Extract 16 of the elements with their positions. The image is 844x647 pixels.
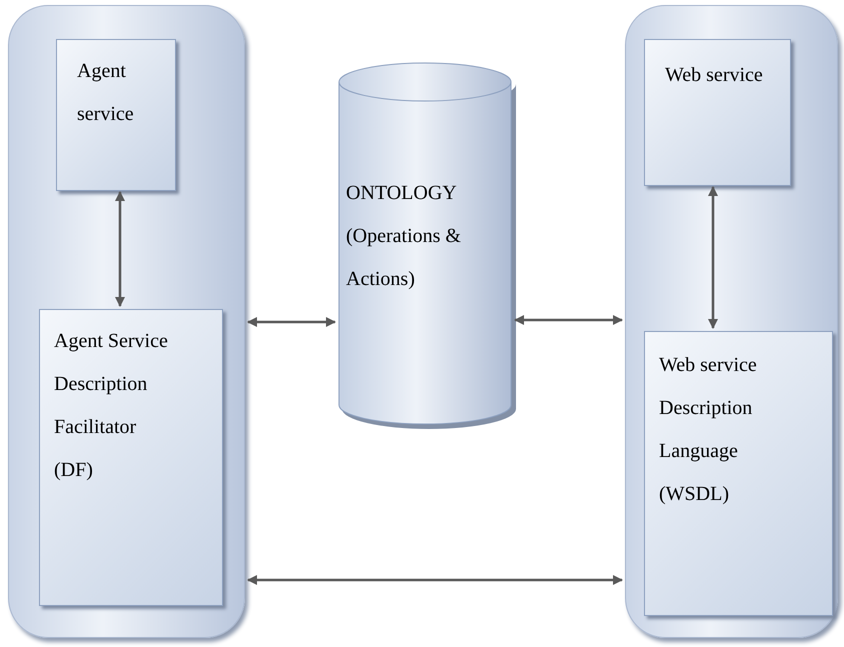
node-label: ONTOLOGY (Operations & Actions) [346, 181, 462, 292]
double-arrow [514, 315, 623, 325]
process-box [644, 331, 833, 616]
rounded-panel [625, 5, 838, 638]
node-label: Agent Service Description Facilitator (DF) [54, 329, 169, 483]
rounded-panel [8, 5, 245, 638]
process-box [39, 309, 223, 606]
double-arrow [247, 317, 336, 327]
node-label: Web service [665, 63, 764, 88]
double-arrow [115, 191, 125, 307]
node-label: Agent service [77, 59, 135, 127]
node-label: Web service Description Language (WSDL) [659, 353, 758, 507]
process-box [56, 39, 176, 191]
process-box [644, 39, 791, 186]
double-arrow [708, 186, 718, 329]
double-arrow [247, 575, 623, 585]
